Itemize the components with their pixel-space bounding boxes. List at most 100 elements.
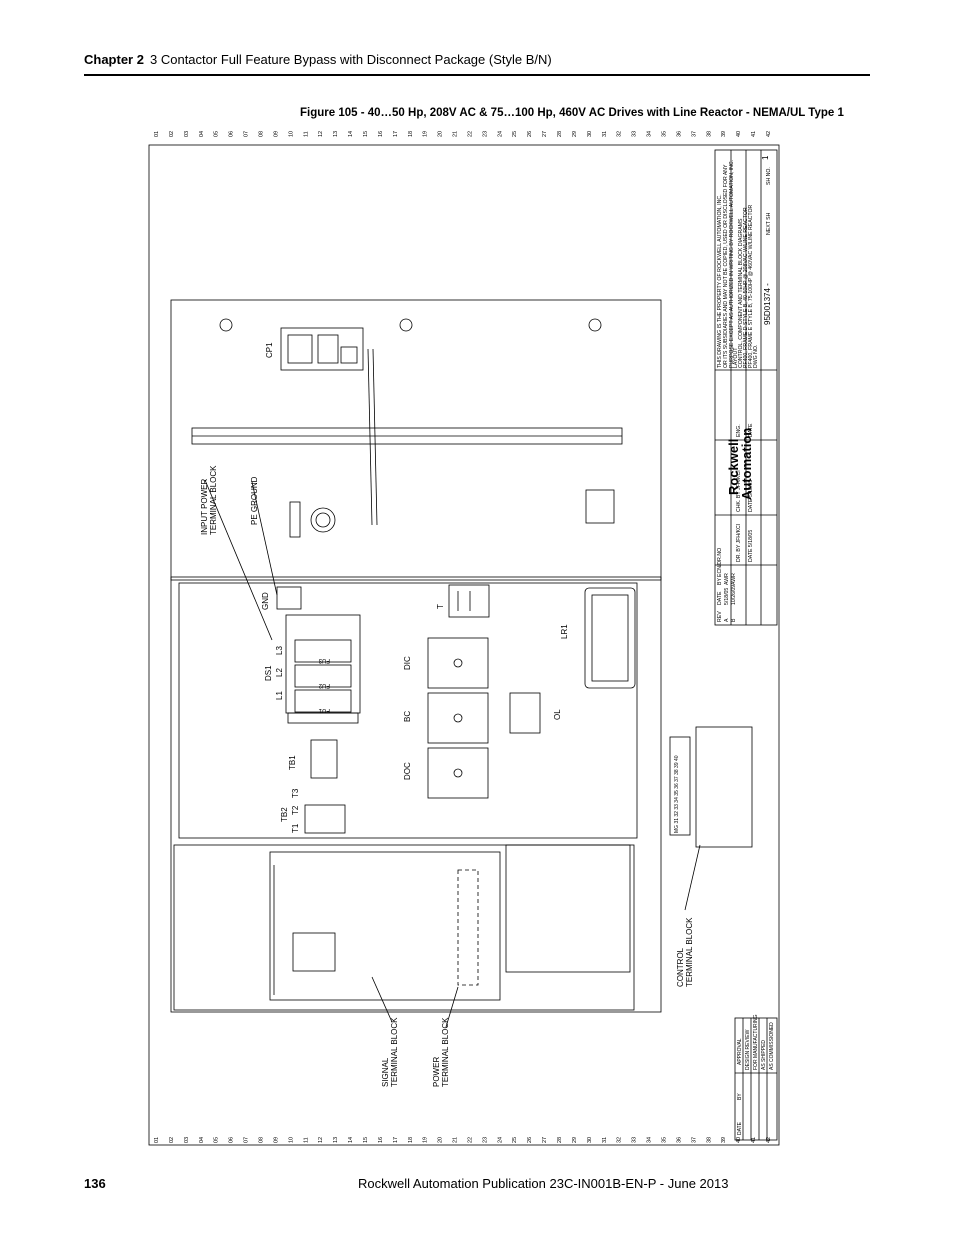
zone-number-bottom: 22 (468, 1137, 474, 1143)
zone-number-bottom: 03 (184, 1137, 190, 1143)
zone-number-top: 42 (766, 131, 772, 137)
zone-number-bottom: 27 (542, 1137, 548, 1143)
tb-dwg-no-label: DWG NO. (753, 345, 759, 368)
zone-number-top: 28 (557, 131, 563, 137)
zone-number-bottom: 08 (259, 1137, 265, 1143)
label-fu1: FU1 (318, 707, 330, 713)
zone-number-bottom: 01 (154, 1137, 160, 1143)
zone-number-bottom: 13 (333, 1137, 339, 1143)
ds1-disconnect (285, 614, 361, 714)
zone-number-bottom: 40 (736, 1137, 742, 1143)
tb-rev-a: A (724, 618, 730, 622)
label-tb-terminals: MG 31 32 33 34 35 36 37 38 39 40 (674, 755, 680, 833)
zone-number-bottom: 06 (229, 1137, 235, 1143)
zone-number-bottom: 29 (572, 1137, 578, 1143)
tb-rev-a-date: 5/18/05 (724, 588, 730, 605)
door-bolt-right (588, 318, 602, 332)
label-doc: DOC (403, 762, 412, 780)
approval-row3: AS SHIPPED (761, 1040, 767, 1070)
door-panel (170, 299, 662, 581)
label-tb2: TB2 (280, 807, 289, 822)
zone-number-top: 21 (453, 131, 459, 137)
fuse-fu1 (294, 689, 352, 713)
zone-number-top: 41 (751, 131, 757, 137)
label-t1: T1 (291, 823, 300, 833)
handle-slot (289, 501, 301, 538)
tb-title-3: PF400, FRAME D STYLE B, 40-50HP @ 208VAC… (743, 207, 749, 368)
signal-tb-area (457, 869, 479, 986)
zone-number-bottom: 25 (512, 1137, 518, 1143)
zone-number-top: 13 (333, 131, 339, 137)
zone-number-top: 36 (676, 131, 682, 137)
label-input-power-tb-2: TERMINAL BLOCK (209, 465, 218, 535)
zone-number-bottom: 14 (348, 1137, 354, 1143)
zone-number-top: 35 (662, 131, 668, 137)
tb2-block (304, 804, 346, 834)
zone-number-bottom: 39 (721, 1137, 727, 1143)
tb-eng-label: ENG. (736, 424, 742, 437)
tb1-block (310, 739, 338, 779)
zone-number-bottom: 38 (706, 1137, 712, 1143)
tb-notice-3: PURPOSE EXCEPT AS AUTHORIZED IN WRITING … (729, 160, 735, 368)
drive-unit (269, 851, 501, 1001)
tb-notice-2: OR ITS SUBSIDIARIES AND MAY NOT BE COPIE… (723, 164, 729, 368)
zone-number-top: 11 (303, 131, 309, 137)
door-bolt-left (219, 318, 233, 332)
zone-number-bottom: 17 (393, 1137, 399, 1143)
zone-number-bottom: 19 (423, 1137, 429, 1143)
door-bolt-center (399, 318, 413, 332)
zone-number-top: 37 (691, 131, 697, 137)
zone-number-bottom: 07 (244, 1137, 250, 1143)
tb-ecn-label: ECN/DR.NO (717, 548, 723, 577)
label-l2: L2 (275, 668, 284, 677)
zone-number-top: 24 (497, 131, 503, 137)
drawing-border (148, 144, 780, 1146)
zone-number-top: 38 (706, 131, 712, 137)
label-gnd: GND (261, 592, 270, 610)
zone-number-top: 22 (468, 131, 474, 137)
zone-number-top: 09 (273, 131, 279, 137)
approval-row1: DESIGN REVIEW (745, 1029, 751, 1070)
label-t: T (436, 604, 445, 609)
label-cp1: CP1 (265, 342, 274, 358)
label-l1: L1 (275, 691, 284, 700)
contactor-bc (427, 692, 489, 744)
fuse-fu3 (294, 639, 352, 663)
label-power-tb-2: TERMINAL BLOCK (441, 1017, 450, 1087)
zone-number-bottom: 21 (453, 1137, 459, 1143)
label-l3: L3 (275, 646, 284, 655)
zone-number-top: 29 (572, 131, 578, 137)
tb-title-4: PF400, FRAME E STYLE B, 75-100HP @ 460VA… (748, 204, 754, 368)
gnd-terminal (276, 586, 302, 610)
zone-number-top: 02 (169, 131, 175, 137)
zone-number-top: 27 (542, 131, 548, 137)
zone-number-top: 39 (721, 131, 727, 137)
tb-title-2: CONTROL, COMPONENT AND TERMINAL BLOCK DI… (738, 218, 744, 368)
tb-sh-no: 1 (761, 155, 770, 160)
tb-rev-label: REV (717, 611, 723, 622)
zone-number-top: 16 (378, 131, 384, 137)
publication-info: Rockwell Automation Publication 23C-IN00… (358, 1176, 729, 1191)
zone-number-bottom: 02 (169, 1137, 175, 1143)
zone-number-bottom: 42 (766, 1137, 772, 1143)
zone-number-top: 30 (587, 131, 593, 137)
label-tb1: TB1 (288, 755, 297, 770)
zone-number-top: 23 (482, 131, 488, 137)
zone-number-bottom: 24 (497, 1137, 503, 1143)
zone-number-bottom: 30 (587, 1137, 593, 1143)
zone-number-top: 18 (408, 131, 414, 137)
label-control-tb-2: TERMINAL BLOCK (685, 917, 694, 987)
zone-number-top: 32 (617, 131, 623, 137)
tb-rev-b-date: 10/26/09 (731, 585, 737, 605)
label-fu3: FU3 (318, 657, 330, 663)
zone-number-bottom: 05 (214, 1137, 220, 1143)
approval-date-label: DATE (737, 1121, 743, 1135)
label-input-power-tb-1: INPUT POWER (200, 478, 209, 535)
control-transformer (448, 584, 490, 618)
approval-row4: AS COMMISSIONED (769, 1022, 775, 1070)
brand-rockwell: Rockwell (726, 439, 741, 495)
tb-dr-by: DR. BY JFH/KCI (736, 524, 742, 562)
tb-date-label: DATE (717, 591, 723, 605)
